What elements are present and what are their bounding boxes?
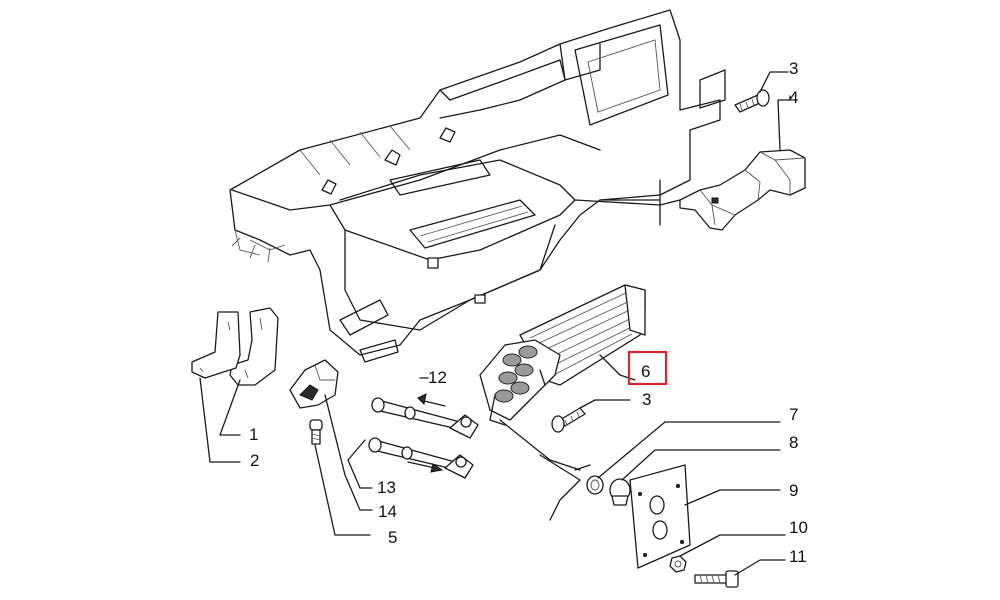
callout-3-lower: 3 (642, 390, 651, 409)
callout-1: 1 (249, 425, 258, 444)
callout-12: 12 (428, 368, 447, 387)
callout-7: 7 (789, 405, 798, 424)
callout-2: 2 (250, 451, 259, 470)
bolt-part-11 (694, 570, 739, 588)
callout-4: 4 (789, 88, 798, 107)
callout-6: 6 (641, 362, 650, 381)
callout-3-top: 3 (789, 59, 798, 78)
grommet-part-7 (586, 475, 604, 495)
heater-housing (229, 9, 726, 363)
plate-part-9 (629, 464, 691, 569)
rod-part-13 (368, 437, 474, 479)
heater-core-part-6 (479, 284, 646, 426)
rod-part-12 (371, 393, 479, 439)
callout-5: 5 (388, 528, 397, 547)
plug-part-8 (609, 478, 631, 506)
bracket-part-2 (191, 311, 241, 379)
screw-part-3-lower (551, 407, 586, 433)
callout-10: 10 (789, 518, 808, 537)
callout-14: 14 (378, 502, 397, 521)
clip-part-14 (289, 359, 339, 409)
callout-11: 11 (789, 547, 807, 566)
callout-9: 9 (789, 481, 798, 500)
callout-8: 8 (789, 433, 798, 452)
nut-part-10 (669, 555, 687, 573)
duct-part-4 (679, 149, 806, 231)
screw-part-5 (309, 419, 323, 445)
leader-lines (199, 71, 791, 576)
highlight-box-callout-6 (627, 350, 668, 386)
callout-13: 13 (377, 478, 396, 497)
screw-part-3-top (734, 89, 770, 113)
